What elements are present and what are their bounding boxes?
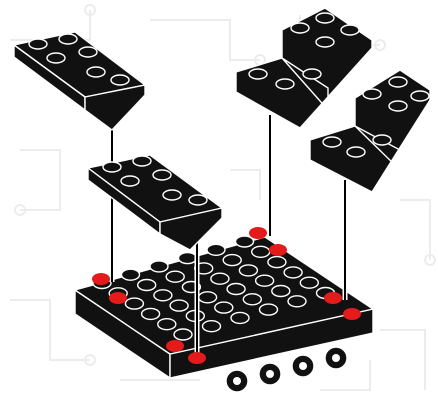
base-plate-stud xyxy=(242,293,263,306)
attachment-marker xyxy=(109,292,127,304)
base-plate-stud xyxy=(299,276,319,289)
base-plate-stud xyxy=(267,255,287,269)
base-plate-stud xyxy=(169,299,189,312)
base-plate-stud xyxy=(206,243,226,257)
base-plate-stud xyxy=(124,297,145,310)
base-plate-stud xyxy=(197,291,218,304)
base-plate-stud xyxy=(251,245,271,259)
base-plate-stud xyxy=(173,328,193,341)
base-plate-stud xyxy=(153,289,173,302)
base-plate xyxy=(74,235,374,393)
base-plate-stud xyxy=(271,284,291,298)
base-plate-stud xyxy=(254,274,275,287)
base-plate-stud xyxy=(226,282,246,296)
attachment-marker xyxy=(92,273,110,285)
attachment-marker xyxy=(188,352,206,364)
attachment-marker xyxy=(324,292,342,304)
base-plate-stud xyxy=(177,251,198,265)
base-plate-studs xyxy=(92,235,336,341)
base-plate-stud xyxy=(214,301,234,314)
base-plate-stud xyxy=(230,311,250,325)
base-plate-stud xyxy=(210,272,230,285)
base-plate-stud xyxy=(238,264,259,277)
base-plate-stud xyxy=(157,318,177,331)
axle-connectors xyxy=(225,346,348,393)
attachment-marker xyxy=(249,227,267,239)
stepped-slope-piece-right xyxy=(309,69,431,193)
attachment-marker xyxy=(343,308,361,320)
attachment-markers xyxy=(92,227,361,364)
base-plate-stud xyxy=(287,295,307,308)
attachment-marker xyxy=(269,244,287,256)
base-plate-stud xyxy=(258,303,279,316)
base-plate-stud xyxy=(120,268,141,281)
base-plate-stud xyxy=(149,260,169,273)
base-plate-stud xyxy=(165,270,185,283)
attachment-marker xyxy=(166,340,184,352)
base-plate-stud xyxy=(283,266,303,279)
base-plate-stud xyxy=(140,307,161,321)
base-plate-stud xyxy=(201,320,222,333)
inverted-slope-piece-upper-left xyxy=(13,31,146,131)
stepped-slope-piece-upper-right xyxy=(235,7,373,129)
base-plate-stud xyxy=(222,253,242,267)
base-plate-top-face xyxy=(74,236,374,355)
base-plate-stud xyxy=(136,278,157,292)
base-plate-stud xyxy=(234,235,255,248)
inverted-slope-piece-middle-left xyxy=(87,154,223,251)
